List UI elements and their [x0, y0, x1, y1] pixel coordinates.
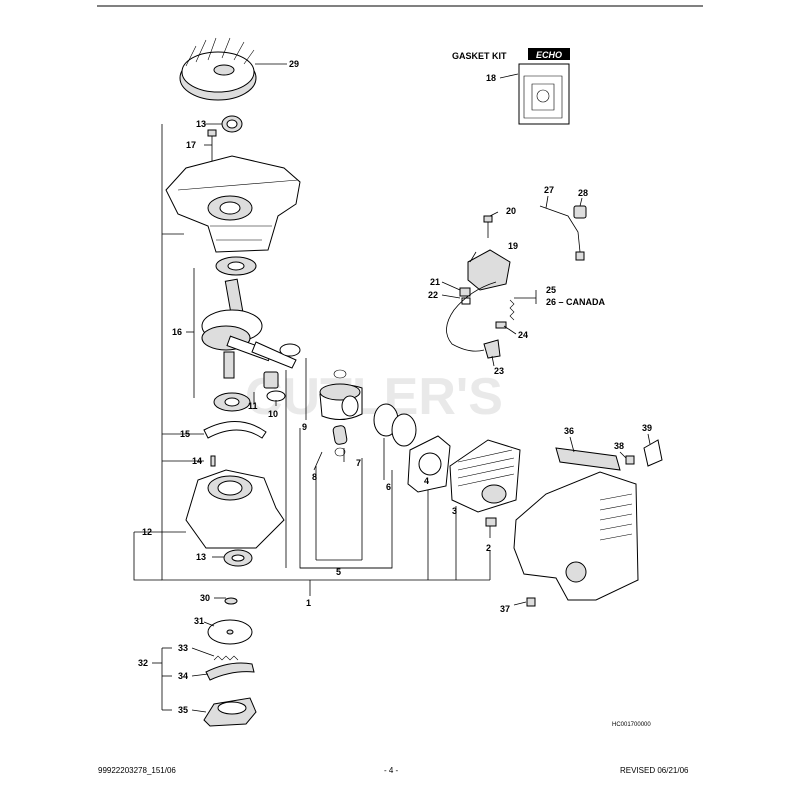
- spring-33: [213, 655, 239, 661]
- label-22: 22: [428, 290, 438, 300]
- washer-10: [266, 390, 286, 402]
- gasket-15: [203, 421, 267, 439]
- label-20: 20: [506, 206, 516, 216]
- piston-pin-8: [332, 425, 348, 445]
- seal-13-bottom: [223, 549, 253, 567]
- crankshaft-16: [201, 278, 273, 379]
- bolt-2: [485, 517, 497, 538]
- label-33: 33: [178, 643, 188, 653]
- ignition-coil-19: [467, 249, 511, 291]
- label-16: 16: [172, 327, 182, 337]
- label-34: 34: [178, 671, 188, 681]
- drawing-code: HC001700000: [612, 722, 651, 728]
- label-1: 1: [306, 598, 311, 608]
- label-3: 3: [452, 506, 457, 516]
- footer-right: REVISED 06/21/06: [620, 766, 689, 775]
- spark-wire: [446, 281, 497, 352]
- label-28: 28: [578, 188, 588, 198]
- label-31: 31: [194, 616, 204, 626]
- gasket-kit-title: GASKET KIT: [452, 51, 507, 61]
- label-21: 21: [430, 277, 440, 287]
- label-13-bottom: 13: [196, 552, 206, 562]
- label-39: 39: [642, 423, 652, 433]
- wire-27: [539, 205, 585, 261]
- label-38: 38: [614, 441, 624, 451]
- spring-24-26: [495, 299, 515, 329]
- label-23: 23: [494, 366, 504, 376]
- crankcase-lower: [185, 469, 285, 549]
- gasket-kit-box: [518, 48, 570, 125]
- label-19: 19: [508, 241, 518, 251]
- bearing-upper-16: [215, 256, 257, 276]
- label-15: 15: [180, 429, 190, 439]
- screw-37: [526, 597, 536, 607]
- rings-6: [373, 403, 417, 447]
- label-32: 32: [138, 658, 148, 668]
- screw-20: [483, 215, 493, 238]
- label-25: 25: [546, 285, 556, 295]
- label-17: 17: [186, 140, 196, 150]
- gasket-kit-brand: ECHO: [536, 50, 562, 60]
- clip-bottom: [334, 447, 346, 457]
- clip-top: [333, 369, 347, 379]
- label-11: 11: [248, 401, 258, 411]
- washer-9: [279, 343, 301, 357]
- label-6: 6: [386, 482, 391, 492]
- footer-center: - 4 -: [384, 766, 399, 775]
- seal-13-top: [221, 115, 243, 133]
- label-12: 12: [142, 527, 152, 537]
- cover-36: [513, 447, 639, 601]
- crankcase-upper: [165, 155, 301, 253]
- label-14: 14: [192, 456, 202, 466]
- label-35: 35: [178, 705, 188, 715]
- label-39: [643, 439, 663, 467]
- label-8: 8: [312, 472, 317, 482]
- label-36: 36: [564, 426, 574, 436]
- label-10: 10: [268, 409, 278, 419]
- flywheel-29: [179, 37, 257, 101]
- label-2: 2: [486, 543, 491, 553]
- label-18: 18: [486, 73, 496, 83]
- leader-lines: [133, 63, 651, 713]
- label-9: 9: [302, 422, 307, 432]
- gasket-4: [407, 435, 451, 493]
- label-4: 4: [424, 476, 429, 486]
- cylinder-3: [449, 439, 521, 513]
- washer-30: [224, 597, 238, 605]
- piston-7: [319, 383, 363, 420]
- label-13-top: 13: [196, 119, 206, 129]
- footer-left: 99922203278_151/06: [98, 766, 176, 775]
- label-26-canada: 26 – CANADA: [546, 297, 606, 307]
- pin-14: [210, 455, 216, 467]
- label-29: 29: [289, 59, 299, 69]
- plate-31: [207, 619, 253, 645]
- screw-38: [625, 455, 635, 465]
- grommet-28: [573, 205, 587, 219]
- part-labels: 29 13 17 16 9 10 11 15 14 12 13 30 31 32…: [138, 50, 652, 728]
- needle-bearing: [263, 371, 279, 389]
- label-24: 24: [518, 330, 528, 340]
- label-27: 27: [544, 185, 554, 195]
- bearing-lower-16: [213, 392, 251, 412]
- spark-boot-23: [483, 339, 501, 359]
- label-5: 5: [336, 567, 341, 577]
- clutch-34: [205, 662, 255, 681]
- label-7: 7: [356, 458, 361, 468]
- label-30: 30: [200, 593, 210, 603]
- label-37: 37: [500, 604, 510, 614]
- clutch-35: [203, 697, 257, 727]
